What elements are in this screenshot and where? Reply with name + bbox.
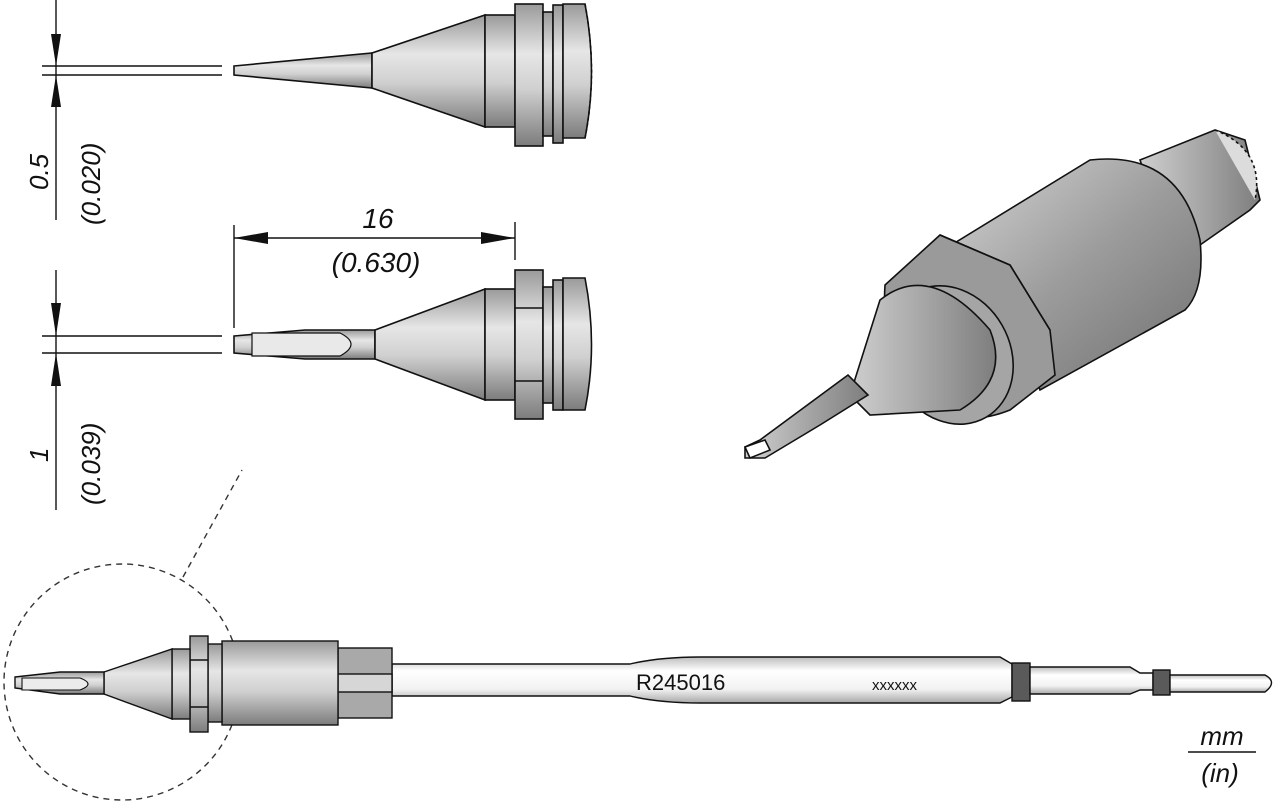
dimension-tip-thickness-a [42, 0, 222, 220]
dim-b-in: (0.039) [76, 423, 106, 505]
unit-in: (in) [1201, 758, 1239, 788]
dimension-tip-thickness-b [42, 270, 222, 510]
side-view-chisel-tip [233, 269, 593, 420]
dim-length-in: (0.630) [332, 247, 421, 278]
serial-placeholder: xxxxxx [872, 677, 918, 694]
dim-b-mm: 1 [24, 448, 54, 462]
dim-a-mm: 0.5 [24, 153, 54, 190]
part-number: R245016 [636, 670, 725, 695]
side-view-conical-tip [233, 3, 593, 147]
dimension-tip-length [233, 222, 516, 328]
isometric-view [743, 129, 1261, 460]
full-cartridge-view: R245016 xxxxxx [3, 469, 1273, 801]
dim-a-in: (0.020) [76, 143, 106, 225]
units-legend: mm (in) [1188, 721, 1256, 788]
unit-mm: mm [1200, 721, 1243, 751]
dim-length-mm: 16 [362, 203, 394, 234]
